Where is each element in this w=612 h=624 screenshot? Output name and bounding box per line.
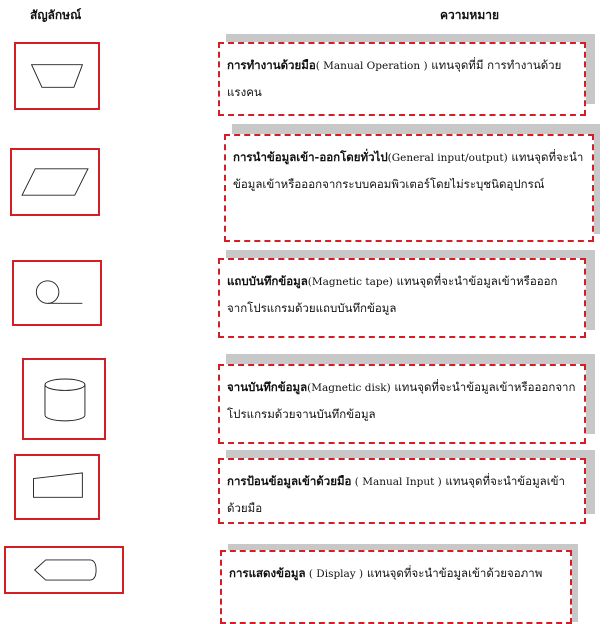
- disk-cylinder-icon: [44, 378, 86, 422]
- meaning-english: ( Manual Operation ): [315, 60, 428, 72]
- meaning-title: จานบันทึกข้อมูล: [227, 380, 308, 394]
- meaning-english: ( Manual Input ): [351, 476, 442, 488]
- meaning-text: แทนจุดที่จะนำข้อมูลเข้าด้วยมือ: [227, 474, 565, 515]
- meaning-box-general-io: การนำข้อมูลเข้า-ออกโดยทั่วไป(General inp…: [224, 134, 594, 242]
- parallelogram-icon: [21, 168, 89, 196]
- meaning-box-magnetic-disk: จานบันทึกข้อมูล(Magnetic disk) แทนจุดที่…: [218, 364, 586, 444]
- meaning-box-manual-input: การป้อนข้อมูลเข้าด้วยมือ ( Manual Input …: [218, 458, 586, 524]
- meaning-text: แทนจุดที่มี การทำงานด้วยแรงคน: [227, 58, 562, 99]
- meaning-english: (General input/output): [387, 152, 508, 164]
- meaning-title: การป้อนข้อมูลเข้าด้วยมือ: [227, 474, 352, 488]
- meaning-text: แทนจุดที่จะนำข้อมูลเข้าหรือออกจากโปรแกรม…: [227, 274, 558, 315]
- meaning-box-manual-operation: การทำงานด้วยมือ( Manual Operation ) แทนจ…: [218, 42, 586, 116]
- meaning-box-magnetic-tape: แถบบันทึกข้อมูล(Magnetic tape) แทนจุดที่…: [218, 258, 586, 338]
- display-icon: [33, 559, 97, 581]
- magnetic-disk-symbol: [22, 358, 106, 440]
- meaning-title: การนำข้อมูลเข้า-ออกโดยทั่วไป: [233, 150, 388, 164]
- meaning-title: แถบบันทึกข้อมูล: [227, 274, 308, 288]
- manual-operation-symbol: [14, 42, 100, 110]
- trapezoid-icon: [30, 64, 84, 88]
- meaning-text: แทนจุดที่จะนำข้อมูลเข้าหรือออกจากโปรแกรม…: [227, 380, 576, 421]
- manual-input-symbol: [14, 454, 100, 520]
- meaning-english: (Magnetic tape): [307, 276, 393, 288]
- display-symbol: [4, 546, 124, 594]
- meaning-column-header: ความหมาย: [440, 8, 500, 22]
- meaning-box-display: การแสดงข้อมูล ( Display ) แทนจุดที่จะนำข…: [220, 550, 572, 624]
- meaning-text: แทนจุดที่จะนำข้อมูลเข้าด้วยจอภาพ: [363, 566, 543, 580]
- meaning-english: ( Display ): [305, 568, 364, 580]
- manual-input-icon: [33, 472, 83, 498]
- meaning-title: การทำงานด้วยมือ: [227, 58, 316, 72]
- meaning-title: การแสดงข้อมูล: [229, 566, 306, 580]
- meaning-english: (Magnetic disk): [307, 382, 391, 394]
- magnetic-tape-symbol: [12, 260, 102, 326]
- meaning-text: แทนจุดที่จะนำข้อมูลเข้าหรือออกจากระบบคอม…: [233, 150, 584, 191]
- general-io-symbol: [10, 148, 100, 216]
- symbol-column-header: สัญลักษณ์: [30, 8, 82, 22]
- tape-icon: [35, 280, 83, 304]
